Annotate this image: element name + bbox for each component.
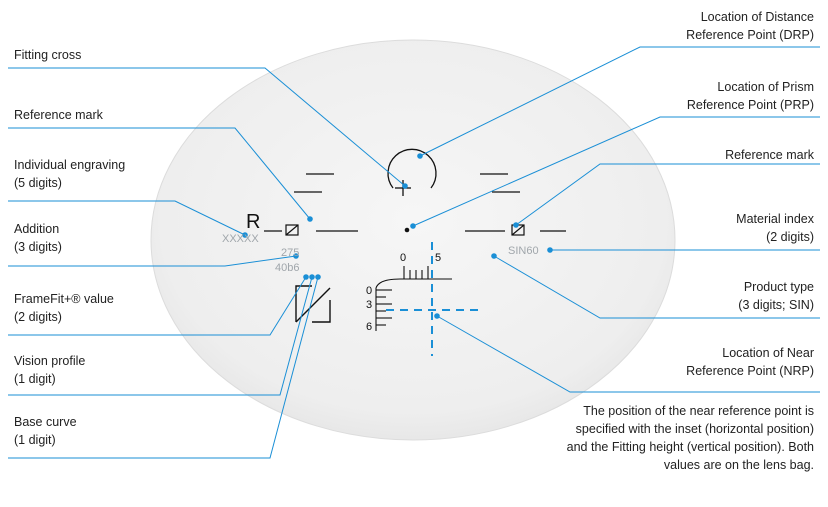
side-letter: R	[246, 211, 260, 233]
label-addition: Addition (3 digits)	[14, 222, 62, 254]
label-framefit-value: FrameFit+® value (2 digits)	[14, 292, 114, 324]
near-reference-note: The position of the near reference point…	[566, 404, 814, 472]
scale-label-0-top: 0	[400, 252, 406, 264]
label-prism-reference-point: Location of Prism Reference Point (PRP)	[686, 80, 814, 112]
label-reference-mark-right: Reference mark	[725, 148, 814, 162]
label-individual-engraving: Individual engraving (5 digits)	[14, 158, 126, 190]
label-distance-reference-point: Location of Distance Reference Point (DR…	[686, 10, 814, 42]
label-reference-mark-left: Reference mark	[14, 108, 103, 122]
prp-point	[404, 227, 410, 233]
reference-mark-symbol-left	[285, 224, 299, 236]
scale-label-5-top: 5	[435, 252, 441, 264]
scale-label-left-6: 6	[366, 321, 372, 333]
addition-text: 275	[281, 247, 299, 259]
scale-label-left-3: 3	[366, 299, 372, 311]
material-text: SIN60	[508, 245, 539, 257]
base-vision-text: 40b6	[275, 262, 299, 274]
individual-engraving-text: XXXXX	[222, 233, 259, 245]
scale-label-left-0: 0	[366, 285, 372, 297]
near-scale	[375, 266, 452, 331]
lens-disc	[150, 39, 676, 441]
nrp-dashed-cross	[386, 242, 480, 356]
label-base-curve: Base curve (1 digit)	[14, 415, 77, 447]
label-vision-profile: Vision profile (1 digit)	[14, 354, 86, 386]
label-near-reference-point: Location of Near Reference Point (NRP)	[686, 346, 814, 378]
label-material-index: Material index (2 digits)	[736, 212, 814, 244]
leader-dots	[242, 153, 553, 319]
leader-lines	[8, 46, 820, 459]
horizontal-marks	[264, 173, 566, 232]
label-fitting-cross: Fitting cross	[14, 48, 82, 62]
label-product-type: Product type (3 digits; SIN)	[738, 280, 814, 312]
drp-circle	[387, 148, 437, 196]
